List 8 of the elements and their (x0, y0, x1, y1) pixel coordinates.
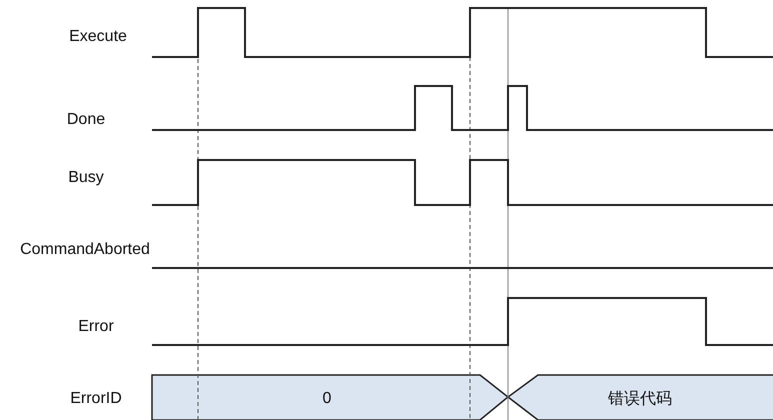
signal-label: ErrorID (70, 390, 122, 408)
bus-value: 错误代码 (608, 390, 672, 410)
signal-label: Error (78, 318, 114, 336)
signal-label: Done (66, 111, 106, 129)
signal-label: Busy (68, 169, 104, 187)
signal-label: Execute (69, 28, 127, 46)
bus-value: 0 (322, 390, 332, 408)
signal-label: CommandAborted (20, 241, 150, 259)
